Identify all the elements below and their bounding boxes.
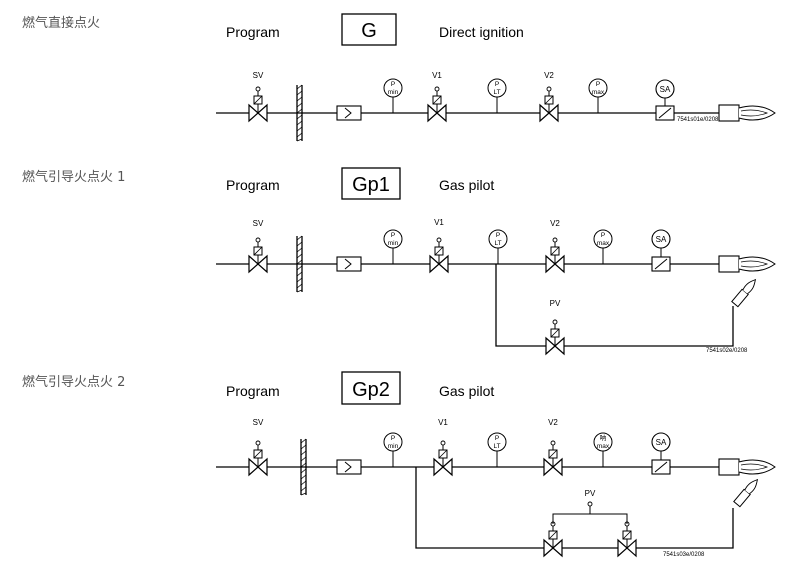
section-3-p-max-max: max	[597, 443, 610, 450]
section-2-filter	[336, 256, 362, 272]
section-3-sa-valve	[651, 459, 671, 475]
section-3-sv-label: SV	[253, 418, 264, 427]
section-3-p-min-min: min	[388, 443, 399, 450]
section-2-ref: 7541s02e/0208	[706, 348, 748, 354]
section-3-code: Gp2	[352, 379, 390, 401]
section-1-program-label: Program	[226, 24, 280, 40]
section-1-description: Direct ignition	[439, 24, 524, 40]
section-3-sv-valve	[248, 440, 268, 476]
section-2-pv-label: PV	[550, 299, 561, 308]
section-3-title: 燃气引导火点火 2	[22, 374, 125, 390]
section-1-p-lt-p: P	[495, 81, 499, 88]
section-1-p-lt-lt: LT	[493, 89, 500, 96]
section-2-sa-valve	[651, 256, 671, 272]
section-3-v2-label: V2	[548, 418, 558, 427]
section-3-pv-valve-1	[543, 521, 563, 557]
section-3-p-min-p: P	[391, 435, 395, 442]
section-3-code-box	[341, 371, 401, 405]
section-2-p-lt-lt: LT	[494, 240, 501, 247]
section-3-sa-label: SA	[656, 438, 667, 447]
section-3-pv-link	[552, 513, 628, 524]
section-3-pv-label: PV	[585, 489, 596, 498]
section-gas-pilot-1: 燃气引导火点火 1 Program Gp1 Gas pilot SV P min…	[22, 167, 776, 355]
section-1-sa-valve	[655, 105, 675, 121]
section-gas-pilot-2: 燃气引导火点火 2 Program Gp2 Gas pilot SV P min…	[22, 371, 776, 558]
section-2-v2-valve	[545, 237, 565, 273]
section-3-program-label: Program	[226, 383, 280, 399]
section-direct-ignition: 燃气直接点火 Program G Direct ignition SV P mi…	[22, 13, 776, 142]
section-2-sv-valve	[248, 237, 268, 273]
section-3-p-lt-p: P	[495, 435, 499, 442]
section-1-p-max-max: max	[592, 89, 605, 96]
section-2-p-max-p: P	[601, 232, 605, 239]
section-3-description: Gas pilot	[439, 383, 494, 399]
section-3-sa-sensor	[651, 432, 671, 452]
section-2-description: Gas pilot	[439, 177, 494, 193]
section-2-pilot-line	[495, 264, 734, 347]
section-1-v2-label: V2	[544, 71, 554, 80]
section-1-v1-label: V1	[432, 71, 442, 80]
section-2-sa-sensor	[651, 229, 671, 249]
section-1-v1-valve	[427, 86, 447, 122]
section-2-code: Gp1	[352, 174, 390, 196]
section-2-p-min-p: P	[391, 232, 395, 239]
section-3-burner	[718, 458, 776, 476]
section-1-p-min-min: min	[388, 89, 399, 96]
section-1-sa-label: SA	[660, 85, 671, 94]
section-1-sv-valve	[248, 86, 268, 122]
section-2-pv-valve	[545, 319, 565, 355]
section-1-code: G	[361, 20, 377, 42]
section-3-pv-valve-2	[617, 521, 637, 557]
section-3-ref: 7541s03e/0208	[663, 552, 705, 558]
section-2-p-min-min: min	[388, 240, 399, 247]
section-3-v2-valve	[543, 440, 563, 476]
section-2-sa-label: SA	[656, 235, 667, 244]
section-3-pilot-line	[415, 467, 734, 549]
section-2-code-box	[341, 167, 401, 200]
section-1-p-min-p: P	[391, 81, 395, 88]
section-3-pilot-burner	[733, 476, 761, 508]
section-2-title: 燃气引导火点火 1	[22, 169, 125, 185]
section-3-p-lt-lt: LT	[493, 443, 500, 450]
section-2-sv-label: SV	[253, 219, 264, 228]
section-2-v2-label: V2	[550, 219, 560, 228]
section-3-v1-label: V1	[438, 418, 448, 427]
section-1-burner	[718, 104, 776, 122]
section-1-ref: 7541s01e/0208	[677, 117, 719, 123]
section-1-v2-valve	[539, 86, 559, 122]
section-3-v1-valve	[433, 440, 453, 476]
section-1-p-max-p: P	[596, 81, 600, 88]
section-1-sv-label: SV	[253, 71, 264, 80]
section-3-p-max-p: 呐	[600, 433, 607, 442]
section-3-filter	[336, 459, 362, 475]
section-2-v1-valve	[429, 237, 449, 273]
section-2-v1-label: V1	[434, 218, 444, 227]
section-2-pilot-burner	[731, 276, 759, 308]
section-1-title: 燃气直接点火	[22, 15, 100, 31]
section-2-p-lt-p: P	[496, 232, 500, 239]
section-2-p-max-max: max	[597, 240, 610, 247]
section-1-sa-sensor	[655, 79, 675, 99]
section-2-burner	[718, 255, 776, 273]
section-2-program-label: Program	[226, 177, 280, 193]
section-1-filter	[336, 105, 362, 121]
section-1-code-box	[341, 13, 397, 46]
